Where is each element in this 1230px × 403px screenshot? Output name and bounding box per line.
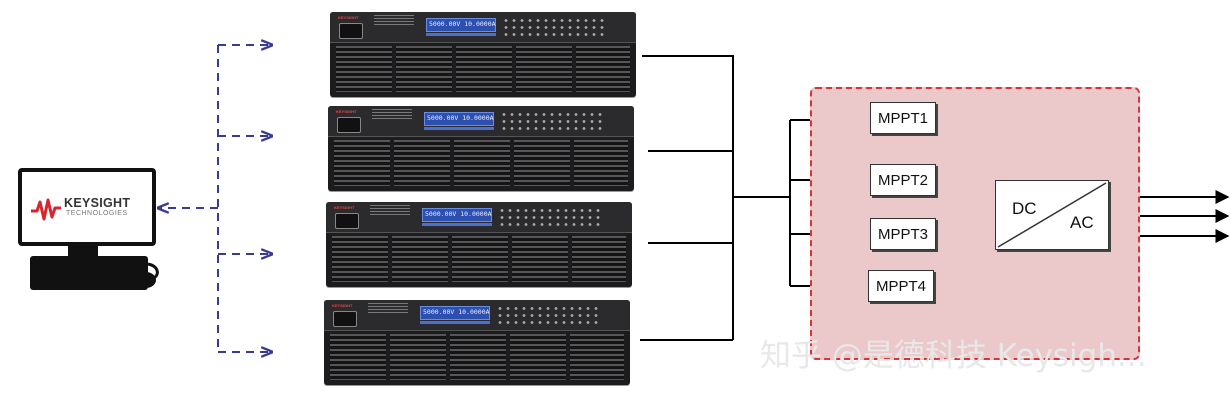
logo-sub-text: TECHNOLOGIES	[66, 210, 128, 217]
keysight-logo: KEYSIGHT TECHNOLOGIES	[30, 195, 148, 223]
wire-psu-1	[642, 55, 734, 340]
psu-display: 5000.00V 10.0000A	[426, 18, 496, 32]
vent-grille	[332, 236, 626, 282]
psu-display: 5000.00V 10.0000A	[422, 208, 492, 222]
power-switch	[339, 23, 363, 39]
psu-display: 5000.00V 10.0000A	[424, 112, 494, 126]
watermark-text: 知乎 @是德科技 Keysigh...	[760, 338, 1147, 374]
vent-grille	[336, 46, 630, 92]
power-supply-3: KEYSIGHT 5000.00V 10.0000A	[326, 202, 632, 287]
inverter-diagonal	[997, 182, 1107, 248]
dc-label: DC	[1012, 199, 1037, 218]
keypad	[498, 207, 604, 229]
computer-base-icon	[30, 244, 159, 290]
ac-label: AC	[1070, 213, 1094, 232]
keypad	[496, 305, 602, 327]
display-status-bar	[426, 33, 496, 36]
psu-brand: KEYSIGHT	[332, 303, 353, 308]
model-label	[368, 303, 408, 313]
power-switch	[333, 311, 357, 327]
logo-brand-text: KEYSIGHT	[64, 196, 131, 210]
psu-brand: KEYSIGHT	[336, 109, 357, 114]
vent-grille	[334, 140, 628, 186]
vent-grille	[330, 334, 624, 380]
display-status-bar	[420, 321, 490, 324]
power-supply-1: KEYSIGHT 5000.00V 10.0000A	[330, 12, 636, 97]
model-label	[370, 205, 410, 215]
display-status-bar	[422, 223, 492, 226]
mppt-box-3: MPPT3	[870, 218, 936, 250]
psu-brand: KEYSIGHT	[338, 15, 359, 20]
power-supply-4: KEYSIGHT 5000.00V 10.0000A	[324, 300, 630, 385]
control-links	[158, 45, 272, 352]
psu-display: 5000.00V 10.0000A	[420, 306, 490, 320]
display-status-bar	[424, 127, 494, 130]
mppt-box-2: MPPT2	[870, 164, 936, 196]
power-supply-2: KEYSIGHT 5000.00V 10.0000A	[328, 106, 634, 191]
keysight-wave-icon	[31, 198, 61, 221]
power-switch	[337, 117, 361, 133]
model-label	[374, 15, 414, 25]
mppt-box-4: MPPT4	[868, 270, 934, 302]
model-label	[372, 109, 412, 119]
dc-ac-inverter: DC AC	[995, 180, 1109, 250]
mppt-box-1: MPPT1	[870, 102, 936, 134]
keypad	[502, 17, 608, 39]
power-switch	[335, 213, 359, 229]
keypad	[500, 111, 606, 133]
psu-brand: KEYSIGHT	[334, 205, 355, 210]
